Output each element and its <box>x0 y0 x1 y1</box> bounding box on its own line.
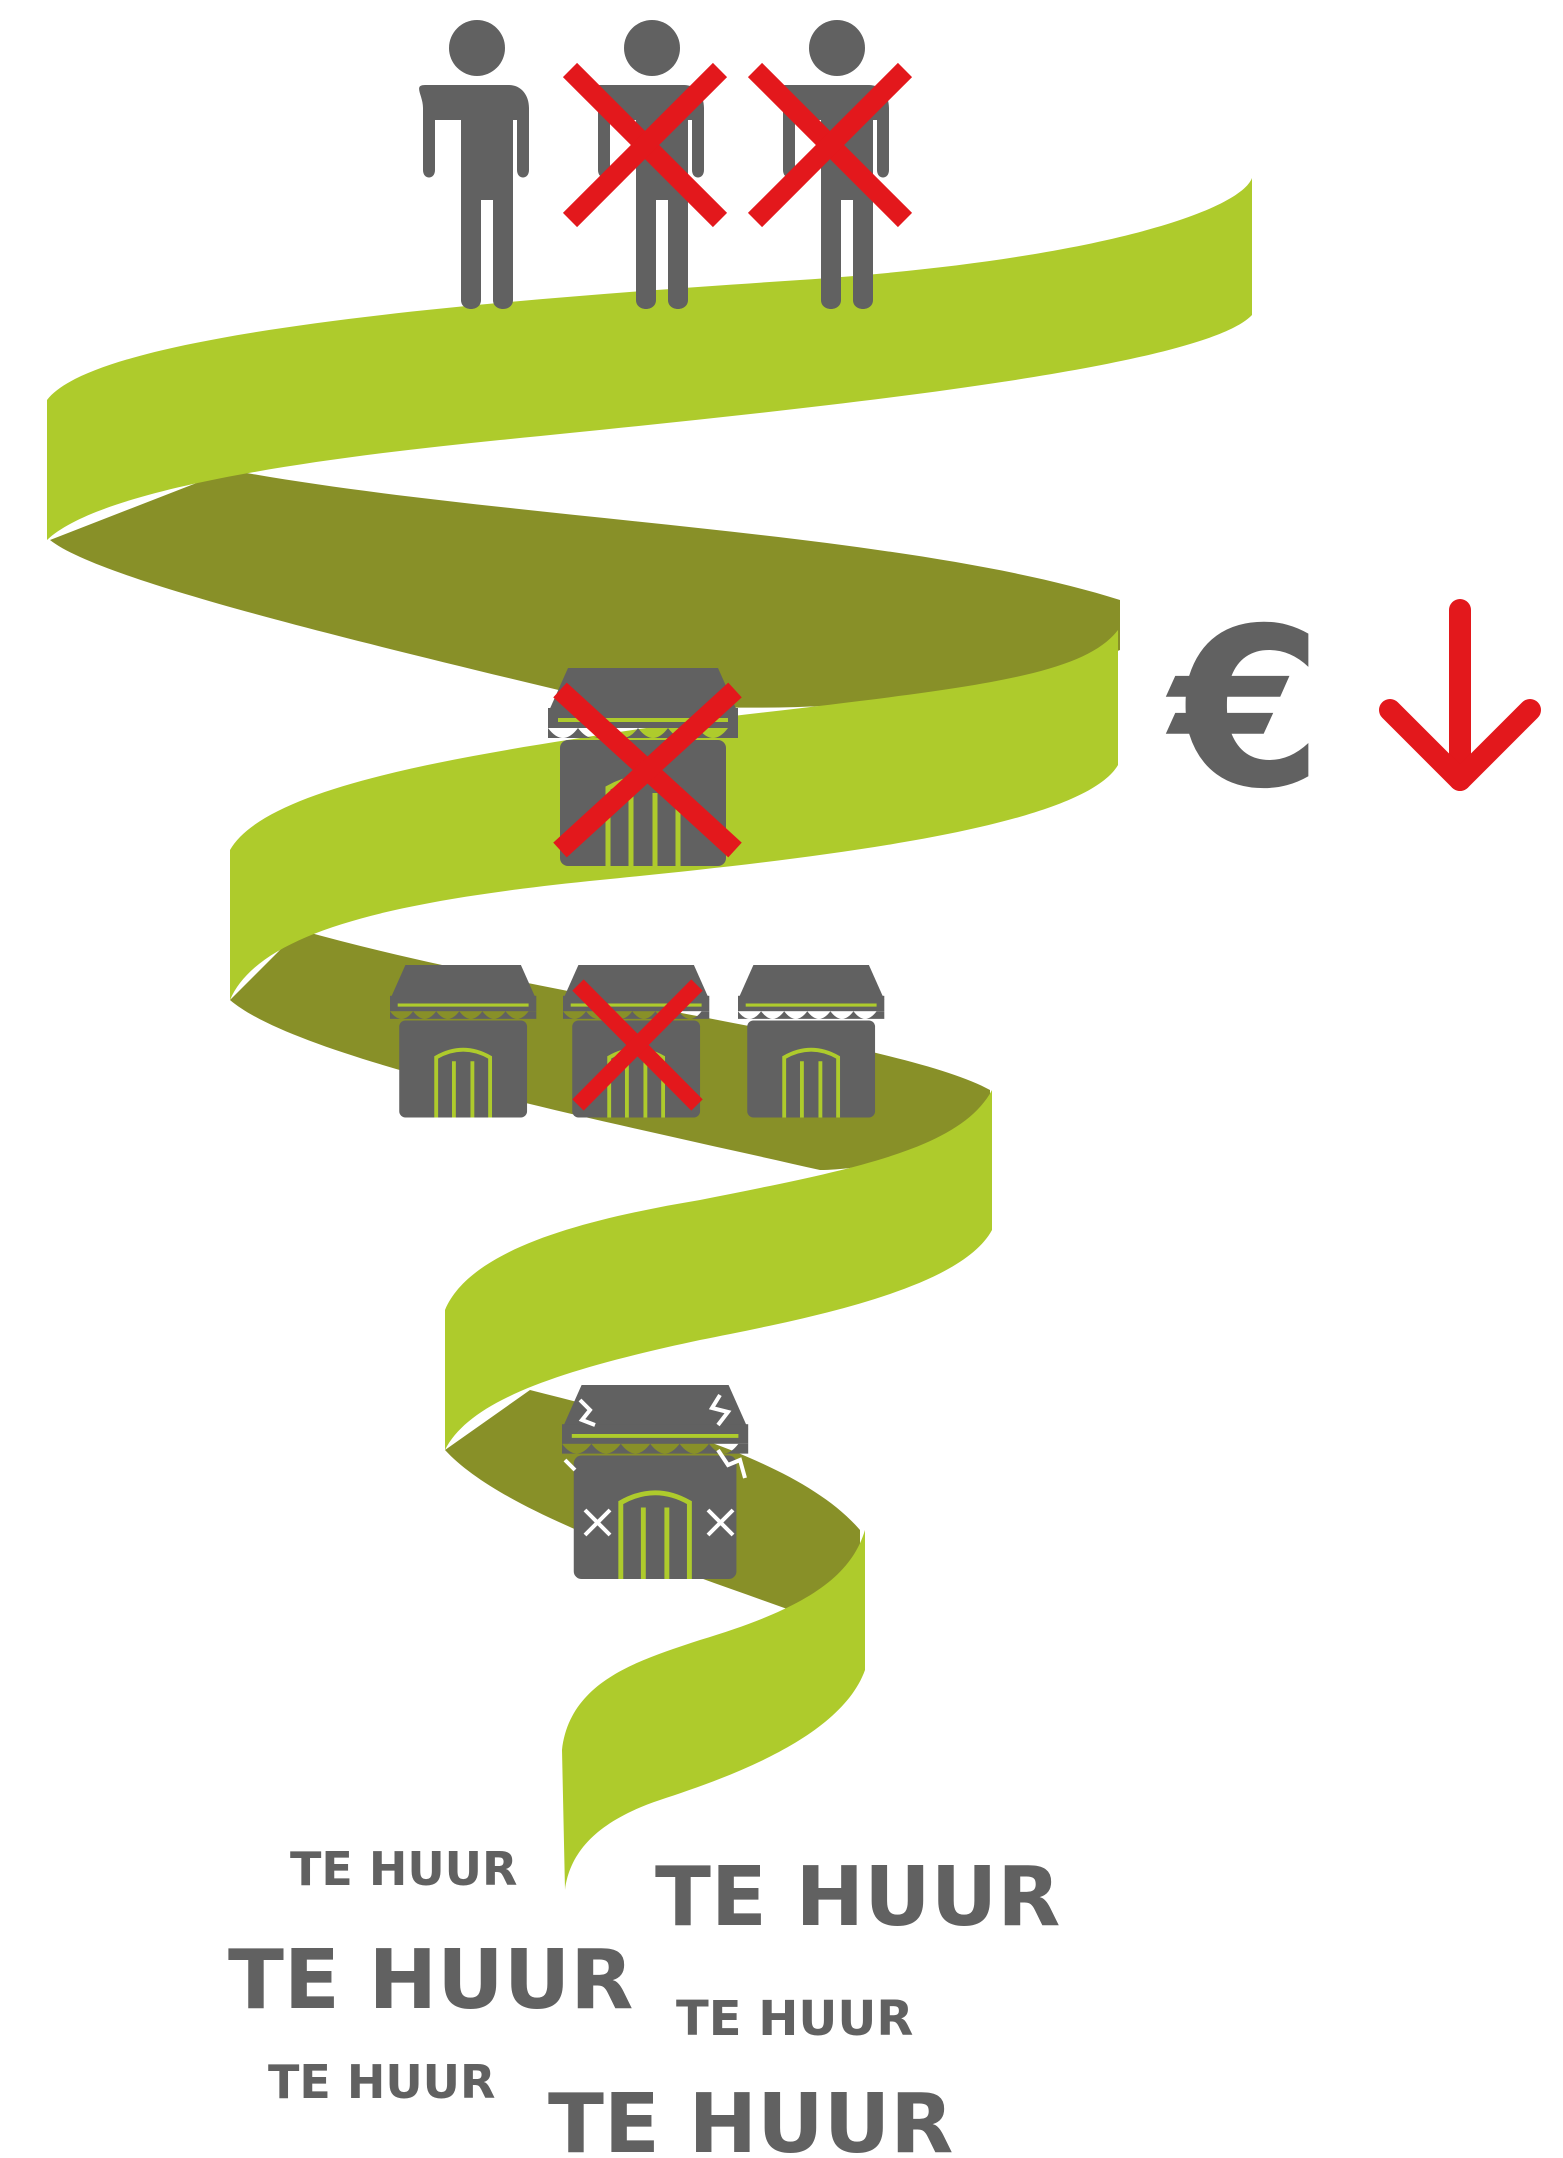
cross-icon <box>572 979 703 1111</box>
shop-icon <box>736 963 887 1120</box>
rent-label: TE HUUR <box>655 1850 1060 1945</box>
euro-symbol: € <box>1165 581 1323 837</box>
cross-icon <box>553 682 742 858</box>
ribbon-back-face-1 <box>50 470 1120 708</box>
shops-level3 <box>562 1385 748 1579</box>
cross-icon <box>562 62 728 228</box>
arrow-down-icon <box>1379 599 1541 791</box>
shops-level1 <box>548 668 742 866</box>
price-decline-indicator: € <box>1165 581 1541 837</box>
rent-label: TE HUUR <box>290 1842 517 1896</box>
shop-icon <box>388 963 539 1120</box>
ribbon-front-band-3 <box>445 1090 992 1450</box>
ribbon-front-band-1 <box>47 178 1252 540</box>
shops-level2 <box>388 963 887 1120</box>
people-group <box>419 20 913 309</box>
rent-label: TE HUUR <box>548 2077 953 2158</box>
cross-icon <box>747 62 913 228</box>
person-icon <box>594 20 704 309</box>
rent-label: TE HUUR <box>676 1991 913 2047</box>
rent-label: TE HUUR <box>228 1933 633 2028</box>
person-icon <box>779 20 889 309</box>
rent-label: TE HUUR <box>268 2055 495 2109</box>
damaged-shop-icon <box>562 1385 748 1579</box>
person-icon <box>419 20 529 309</box>
ribbon-front-band-4 <box>562 1530 865 1890</box>
rent-labels: TE HUUR TE HUUR TE HUUR TE HUUR TE HUUR … <box>228 1842 1060 2158</box>
